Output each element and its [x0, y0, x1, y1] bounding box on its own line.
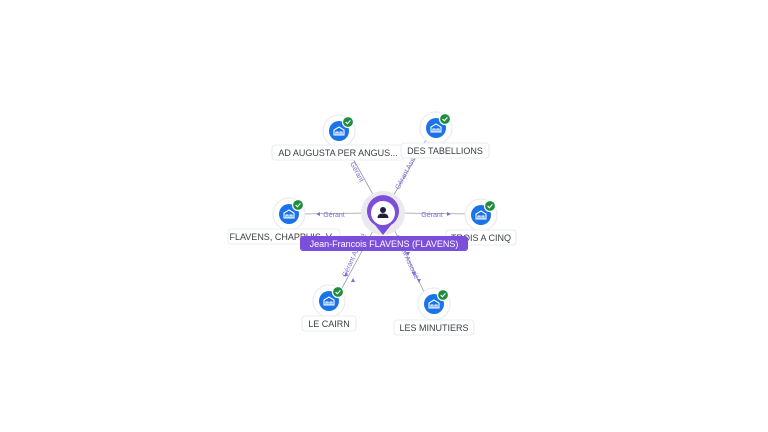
person-node[interactable]: [361, 191, 405, 235]
edge-arrow: [344, 272, 348, 276]
company-node[interactable]: [419, 111, 453, 145]
company-node[interactable]: [272, 197, 306, 231]
company-label[interactable]: DES TABELLIONS: [400, 142, 490, 159]
edge-label: Gérant: [323, 212, 344, 219]
company-name: TROIS A CINQ: [451, 233, 511, 243]
company-name: LES MINUTIERS: [399, 323, 468, 333]
person-icon: [377, 207, 389, 218]
person-label[interactable]: Jean-Francois FLAVENS (FLAVENS): [300, 236, 468, 251]
verified-check-icon: [341, 115, 355, 129]
company-name: DES TABELLIONS: [407, 146, 483, 156]
verified-check-icon: [331, 285, 345, 299]
company-name: LE CAIRN: [308, 319, 350, 329]
edge-arrow: [351, 278, 355, 282]
edge-label: Gérant: [421, 212, 442, 219]
verified-check-icon: [483, 199, 497, 213]
company-name: FLAVENS, CHAPPUIS, V...: [229, 232, 338, 242]
edge-arrow: [406, 252, 410, 256]
company-label[interactable]: LES MINUTIERS: [393, 319, 475, 336]
edge-label: Gérant: [348, 161, 364, 183]
company-label[interactable]: AD AUGUSTA PER ANGUS...: [271, 144, 405, 161]
company-node[interactable]: [322, 114, 356, 148]
edge-arrow: [412, 272, 416, 276]
verified-check-icon: [438, 112, 452, 126]
company-node[interactable]: [417, 287, 451, 321]
company-node[interactable]: [312, 284, 346, 318]
edge-arrow: [447, 212, 451, 216]
company-name: AD AUGUSTA PER ANGUS...: [278, 148, 397, 158]
edge-arrows: [316, 212, 451, 283]
company-label[interactable]: LE CAIRN: [301, 315, 357, 332]
verified-check-icon: [291, 198, 305, 212]
person-name: Jean-Francois FLAVENS (FLAVENS): [310, 239, 459, 249]
company-node[interactable]: [464, 198, 498, 232]
edge-arrow: [316, 212, 320, 216]
verified-check-icon: [436, 288, 450, 302]
edge-arrow: [417, 279, 421, 283]
